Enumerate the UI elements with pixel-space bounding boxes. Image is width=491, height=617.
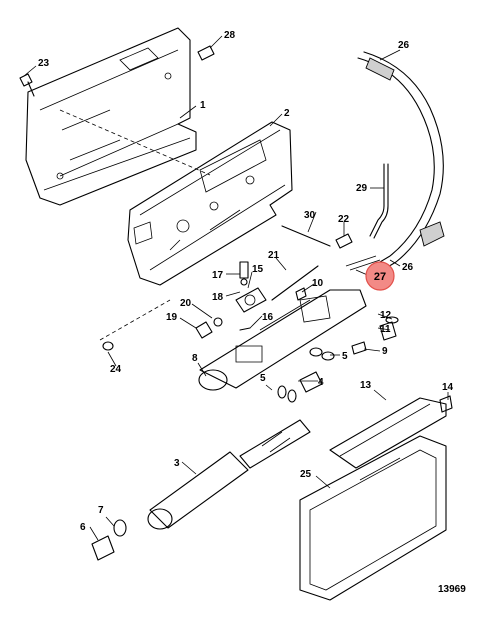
hardware-group xyxy=(195,261,267,339)
callout-14: 14 xyxy=(442,382,454,393)
callout-2: 2 xyxy=(284,108,290,119)
callout-28: 28 xyxy=(224,30,236,41)
callout-19: 19 xyxy=(166,312,178,323)
callout-29: 29 xyxy=(356,183,368,194)
callout-22: 22 xyxy=(338,214,350,225)
callout-25: 25 xyxy=(300,469,312,480)
callout-18: 18 xyxy=(212,292,224,303)
housing-part xyxy=(127,121,293,286)
callout-13: 13 xyxy=(360,380,372,391)
cap-24-part xyxy=(99,299,171,351)
callout-3: 3 xyxy=(174,458,180,469)
pan-25-part xyxy=(299,435,447,601)
bolt-23-part xyxy=(19,73,35,97)
pin-10-part xyxy=(295,287,307,301)
callout-26a: 26 xyxy=(398,40,410,51)
callout-15: 15 xyxy=(252,264,264,275)
callout-7: 7 xyxy=(98,505,104,516)
fitting-6-7-part xyxy=(91,519,127,561)
callout-12: 12 xyxy=(380,310,392,321)
highlighted-callout-27[interactable]: 27 xyxy=(365,261,395,291)
callout-17: 17 xyxy=(212,270,224,281)
line-29-part xyxy=(369,163,389,239)
callout-1: 1 xyxy=(200,100,206,111)
callout-labels: 1 2 3 4 5 5 6 7 8 9 10 11 12 13 14 15 16… xyxy=(38,30,454,533)
callout-16: 16 xyxy=(262,312,274,323)
cylinder-3-part xyxy=(147,419,311,530)
cylinder-8-part xyxy=(198,289,367,391)
callout-5b: 5 xyxy=(260,373,266,384)
callout-8: 8 xyxy=(192,353,198,364)
callout-26b: 26 xyxy=(402,262,414,273)
leader-lines xyxy=(23,35,449,541)
callout-30: 30 xyxy=(304,210,316,221)
callout-4: 4 xyxy=(318,377,324,388)
callout-5a: 5 xyxy=(342,351,348,362)
callout-23: 23 xyxy=(38,58,50,69)
rod-21-part xyxy=(271,265,319,301)
part-22 xyxy=(335,233,353,249)
callout-6: 6 xyxy=(80,522,86,533)
callout-10: 10 xyxy=(312,278,324,289)
hose-26-part xyxy=(345,51,445,271)
callout-9: 9 xyxy=(382,346,388,357)
callout-20: 20 xyxy=(180,298,192,309)
reference-number: 13969 xyxy=(438,584,466,595)
callout-21: 21 xyxy=(268,250,280,261)
highlight-circle xyxy=(365,261,395,291)
rod-30-part xyxy=(281,225,331,247)
fitting-28-part xyxy=(197,45,215,61)
plate-13-part xyxy=(329,395,453,469)
mounting-bracket-part xyxy=(25,27,211,206)
highlight-label: 27 xyxy=(374,271,386,283)
callout-24: 24 xyxy=(110,364,122,375)
callout-11: 11 xyxy=(380,324,391,335)
fittings-group xyxy=(277,316,399,403)
